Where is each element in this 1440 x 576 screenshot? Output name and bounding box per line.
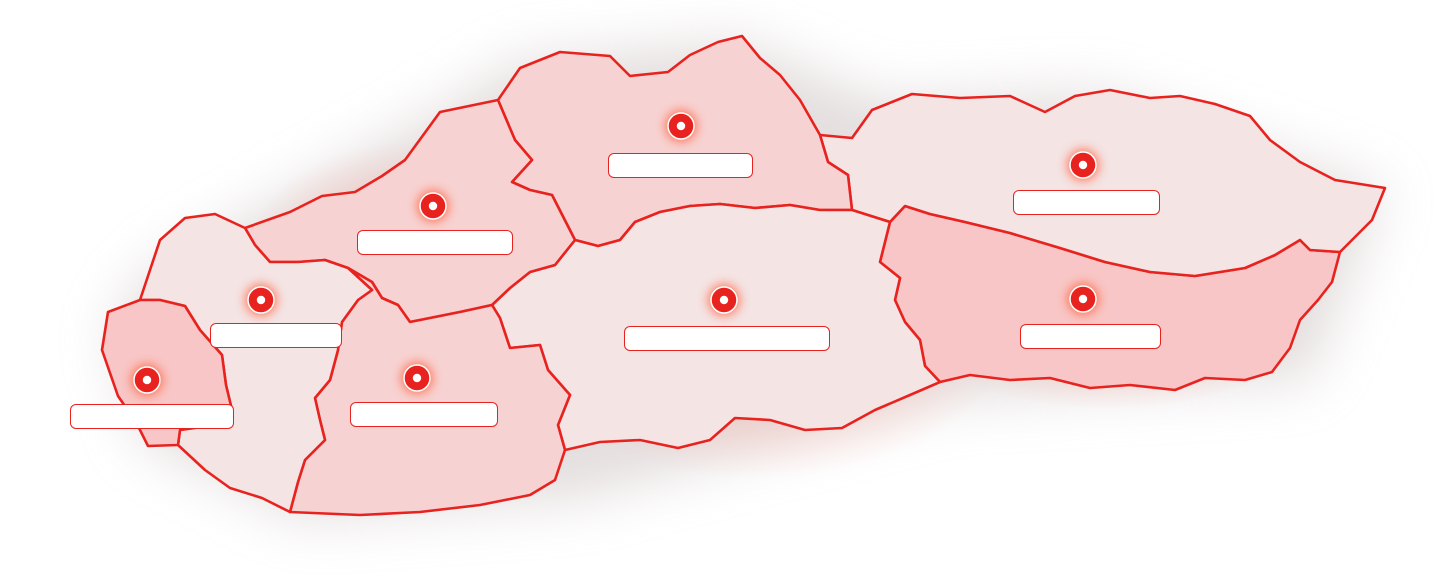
label-kosice[interactable] (1020, 324, 1161, 349)
markers-layer (131, 110, 1099, 396)
label-presov[interactable] (1013, 190, 1160, 215)
label-zilina[interactable] (608, 153, 753, 178)
label-trnava[interactable] (210, 323, 342, 348)
marker-zilina-icon[interactable] (665, 110, 697, 142)
label-nitra[interactable] (350, 402, 498, 427)
region-presov[interactable] (818, 88, 1387, 278)
marker-bratislava-icon[interactable] (131, 364, 163, 396)
marker-trnava-icon[interactable] (245, 284, 277, 316)
marker-trencin-icon[interactable] (417, 190, 449, 222)
label-bratislava[interactable] (70, 404, 234, 429)
marker-presov-icon[interactable] (1067, 149, 1099, 181)
marker-banska-bystrica-icon[interactable] (708, 284, 740, 316)
marker-kosice-icon[interactable] (1067, 283, 1099, 315)
label-trencin[interactable] (357, 230, 513, 255)
label-banska-bystrica[interactable] (624, 326, 830, 351)
marker-nitra-icon[interactable] (401, 362, 433, 394)
